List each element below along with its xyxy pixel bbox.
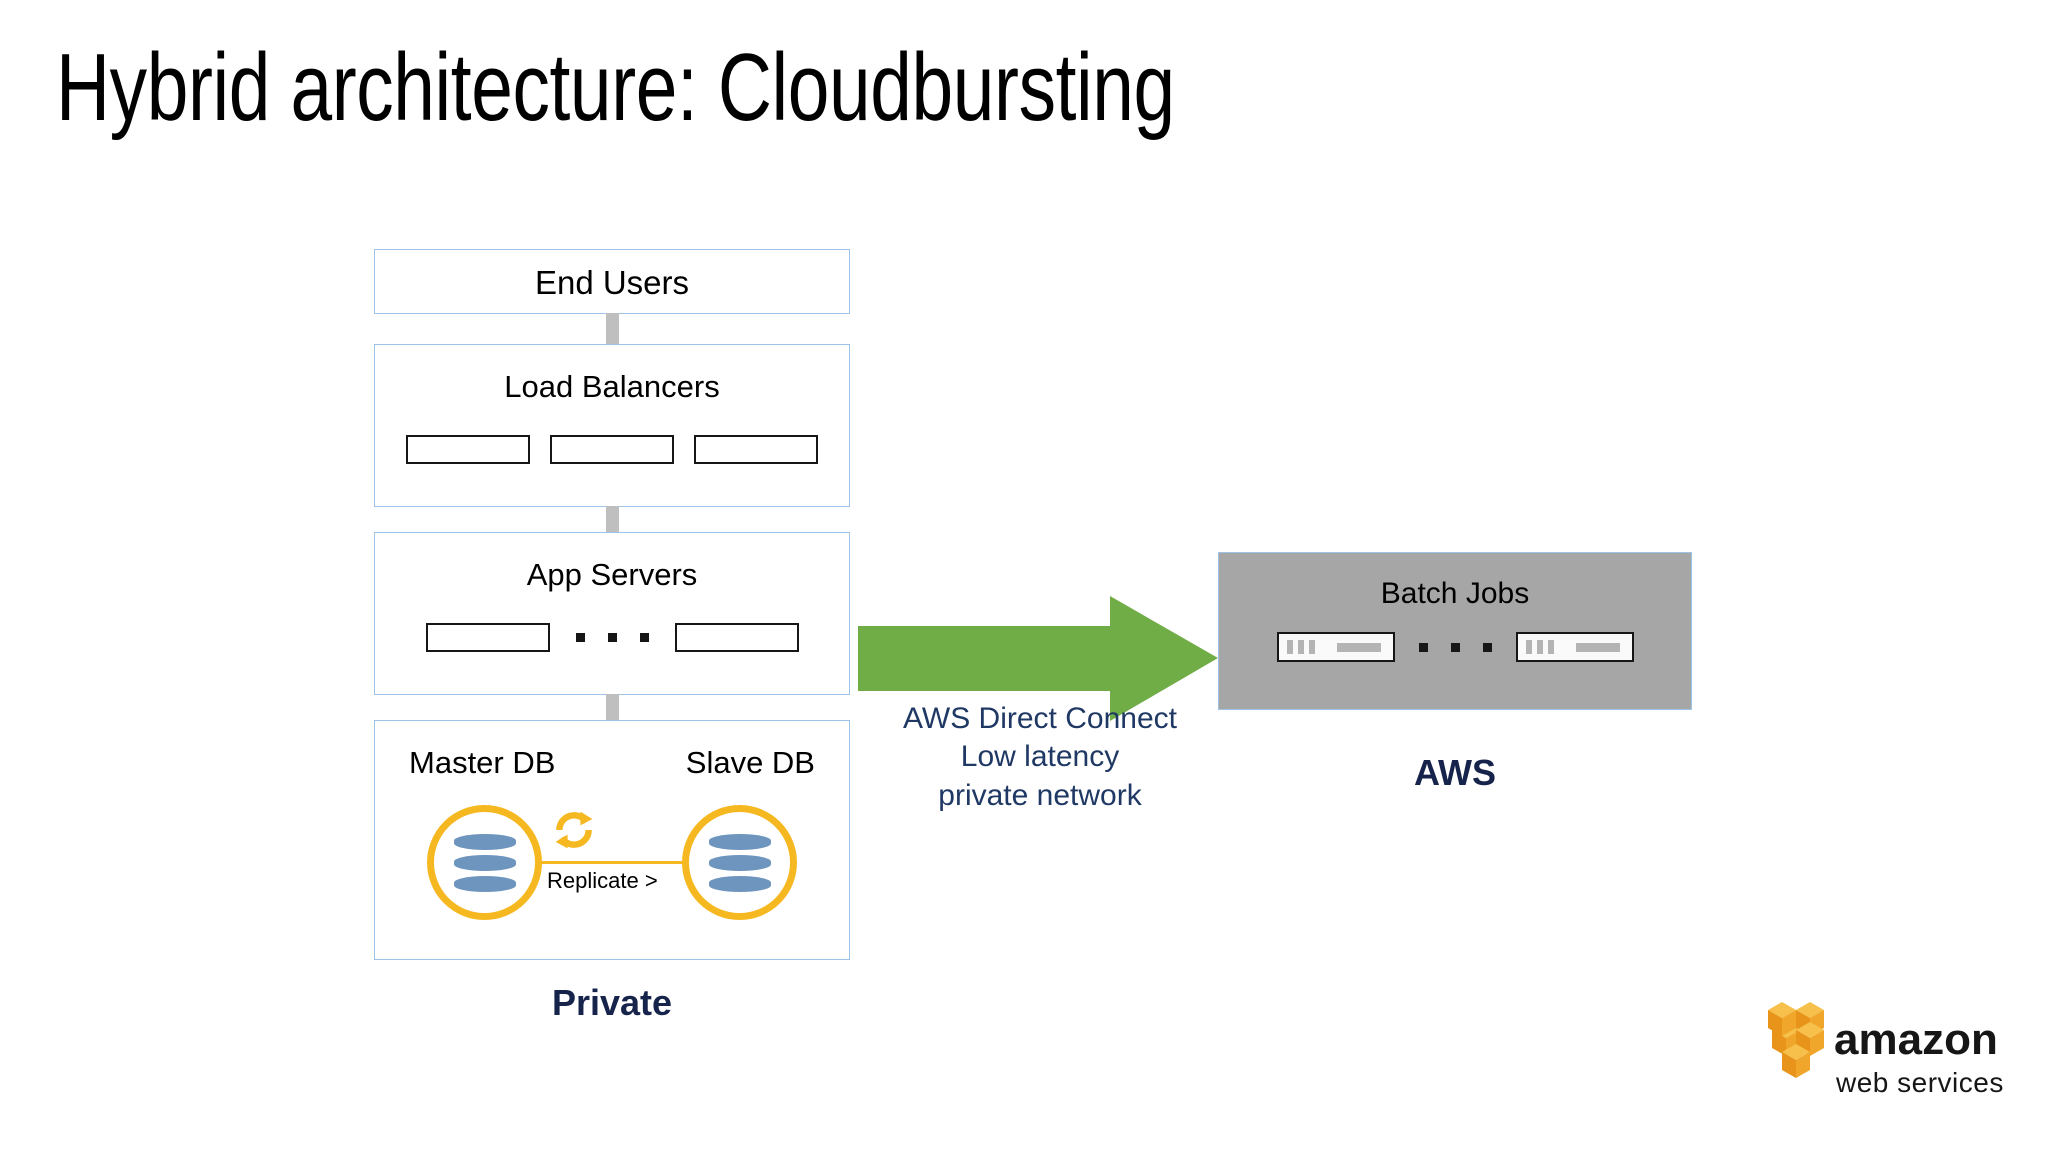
replication-link-line [535, 861, 690, 864]
server-bars [1525, 640, 1554, 654]
master-db-label: Master DB [409, 745, 556, 780]
aws-wordmark-web-services: web services [1835, 1067, 2004, 1098]
connector-end-users-to-load-balancers [606, 313, 619, 345]
ellipsis-dot [1418, 642, 1428, 652]
sync-arrows-icon [555, 811, 593, 849]
load-balancer-units [375, 435, 849, 464]
database-cylinder-icon [708, 832, 771, 894]
replicate-label: Replicate > [547, 868, 658, 893]
app-server-unit[interactable] [674, 623, 799, 652]
aws-wordmark-amazon: amazon [1834, 1015, 1998, 1064]
aws-cubes-icon [1768, 1002, 1824, 1078]
server-strip [1336, 642, 1381, 652]
database-labels: Master DB Slave DB [375, 745, 849, 781]
load-balancers-label: Load Balancers [504, 369, 720, 404]
load-balancers-box[interactable]: Load Balancers [374, 344, 850, 507]
connector-load-balancers-to-app-servers [606, 506, 619, 533]
slave-db-label: Slave DB [685, 745, 815, 780]
ellipsis-dot [575, 633, 585, 642]
server-strip [1575, 642, 1620, 652]
app-servers-box[interactable]: App Servers [374, 532, 850, 695]
direct-connect-line-2: Low latency [960, 740, 1120, 774]
batch-jobs-box[interactable]: Batch Jobs [1218, 552, 1692, 710]
ellipsis-dot [607, 633, 617, 642]
end-users-box[interactable]: End Users [374, 249, 850, 314]
private-caption: Private [551, 982, 673, 1023]
batch-server-icon[interactable] [1276, 632, 1395, 662]
database-graphic: Replicate > [375, 803, 849, 933]
amazon-web-services-logo: amazon web services [1768, 1002, 2004, 1098]
direct-connect-line-3: private network [938, 778, 1142, 812]
database-cylinder-icon [453, 832, 516, 894]
batch-server-units [1219, 632, 1691, 662]
load-balancer-unit[interactable] [694, 435, 818, 464]
connector-app-servers-to-database [606, 694, 619, 721]
slave-db-node[interactable] [682, 805, 797, 920]
master-db-node[interactable] [427, 805, 542, 920]
direct-connect-caption: AWS Direct Connect Low latency private n… [840, 700, 1240, 815]
database-box[interactable]: Master DB Slave DB Rep [374, 720, 850, 960]
server-bars [1286, 640, 1315, 654]
end-users-label: End Users [534, 264, 690, 301]
app-server-unit[interactable] [425, 623, 550, 652]
batch-jobs-label: Batch Jobs [1380, 577, 1530, 610]
load-balancer-unit[interactable] [550, 435, 674, 464]
ellipsis-dot [1482, 642, 1492, 652]
ellipsis-dot [639, 633, 649, 642]
app-servers-label: App Servers [526, 557, 698, 592]
aws-caption: AWS [1413, 752, 1496, 793]
ellipsis-dots-batch-jobs [1418, 642, 1492, 652]
batch-server-icon[interactable] [1515, 632, 1634, 662]
load-balancer-unit[interactable] [406, 435, 530, 464]
right-arrow-icon [858, 596, 1218, 721]
ellipsis-dots-app-servers [575, 633, 649, 642]
direct-connect-line-1: AWS Direct Connect [903, 702, 1177, 735]
app-server-units [375, 623, 849, 652]
ellipsis-dot [1450, 642, 1460, 652]
page-title: Hybrid architecture: Cloudbursting [56, 34, 1175, 141]
